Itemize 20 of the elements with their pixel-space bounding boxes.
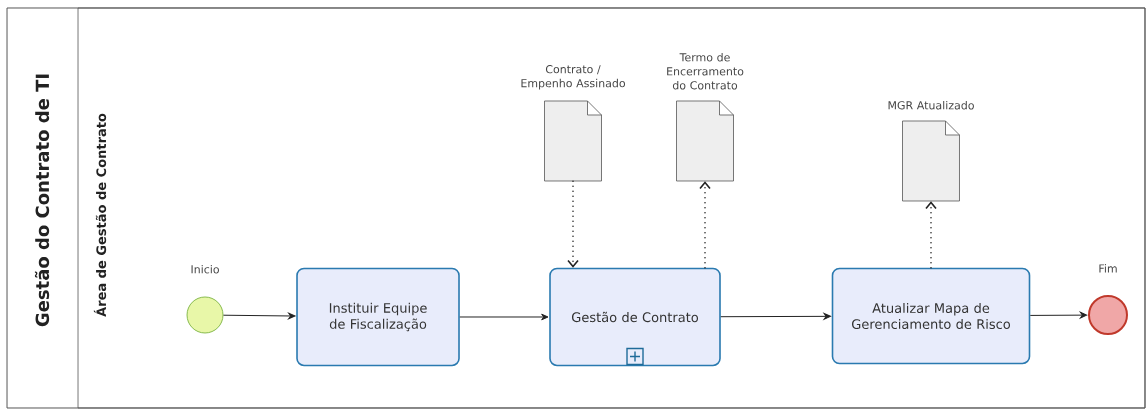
association-arrow xyxy=(699,181,711,269)
task-box: Atualizar Mapa de Gerenciamento de Risco xyxy=(831,267,1031,365)
sequence-arrow xyxy=(720,313,831,320)
sequence-arrow xyxy=(459,313,549,321)
node-caption: MGR Atualizado xyxy=(888,100,974,110)
document-icon xyxy=(902,120,960,202)
node-caption: Contrato / Empenho Assinado xyxy=(521,65,626,90)
task-box: Instituir Equipe de Fiscalização xyxy=(296,267,460,367)
association-arrow xyxy=(567,180,579,268)
node-caption: Fim xyxy=(1099,264,1117,273)
document-icon xyxy=(544,100,602,182)
event-circle xyxy=(1088,295,1128,335)
task-box: Gestão de Contrato xyxy=(549,267,721,367)
document-icon xyxy=(676,100,734,182)
node-caption: Inicio xyxy=(191,264,219,274)
node-caption: Termo de Encerramento do Contrato xyxy=(667,52,744,90)
sequence-arrow xyxy=(1029,311,1088,319)
association-arrow xyxy=(925,201,937,269)
sequence-arrow xyxy=(222,312,296,320)
event-circle xyxy=(186,296,224,334)
